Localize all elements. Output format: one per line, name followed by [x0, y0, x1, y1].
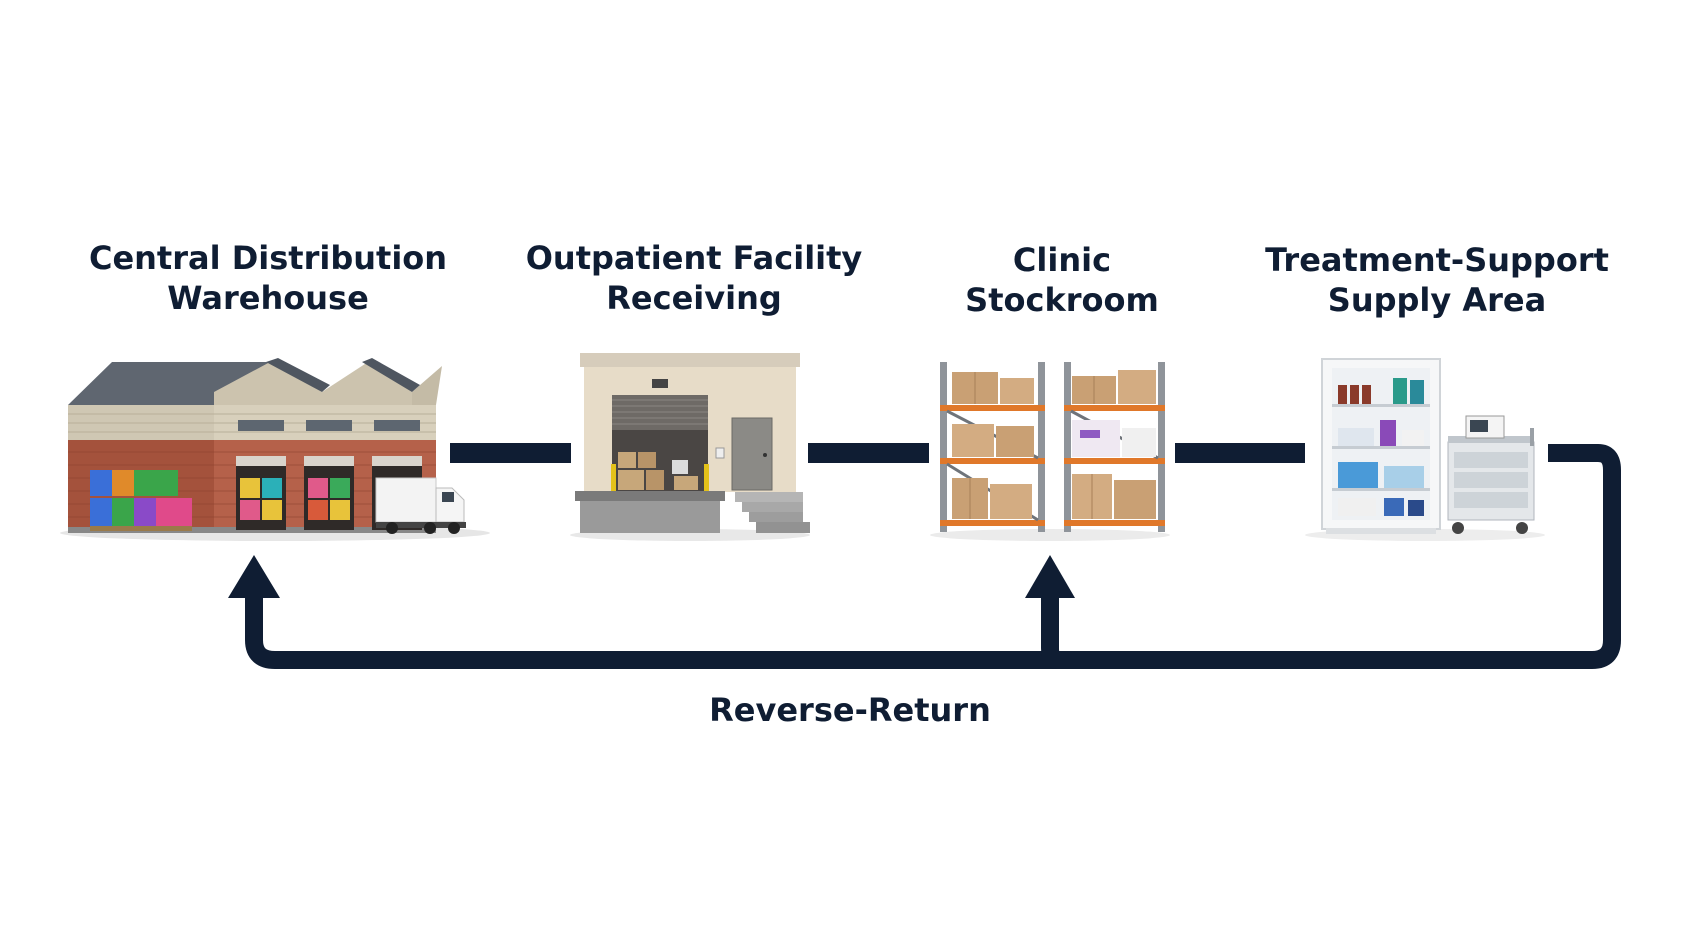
return-arrowhead-stockroom: [1025, 555, 1075, 598]
warehouse-illustration: [60, 358, 490, 541]
return-branch-to-stockroom: [1041, 595, 1060, 669]
return-path-to-warehouse: [245, 595, 1058, 669]
connector-stockroom-to-supply: [1175, 443, 1305, 463]
label-line: Supply Area: [1327, 281, 1547, 319]
connector-warehouse-to-receiving: [450, 443, 571, 463]
label-line: Stockroom: [965, 281, 1159, 319]
supply-area-illustration: [1305, 358, 1545, 541]
receiving-dock-illustration: [570, 353, 810, 541]
stockroom-shelving-illustration: [930, 362, 1170, 541]
label-line: Clinic: [1012, 241, 1112, 279]
label-line: Warehouse: [167, 279, 369, 317]
return-arrowhead-warehouse: [228, 555, 280, 598]
label-treatment-support-supply-area: Treatment-Support Supply Area: [1257, 240, 1617, 320]
label-line: Central Distribution: [88, 239, 448, 277]
label-outpatient-facility-receiving: Outpatient Facility Receiving: [514, 238, 874, 318]
label-line: Receiving: [606, 279, 782, 317]
label-clinic-stockroom: Clinic Stockroom: [882, 240, 1242, 320]
label-line: Treatment-Support: [1265, 241, 1609, 279]
label-line: Outpatient Facility: [525, 239, 863, 277]
connector-receiving-to-stockroom: [808, 443, 929, 463]
forward-connectors: [450, 443, 1305, 463]
reverse-return-loop: [245, 444, 1621, 669]
return-path-main: [1058, 444, 1621, 669]
label-central-distribution-warehouse: Central Distribution Warehouse: [88, 238, 448, 318]
delivery-truck-icon: [375, 477, 466, 534]
reverse-return-label: Reverse-Return: [709, 691, 991, 729]
